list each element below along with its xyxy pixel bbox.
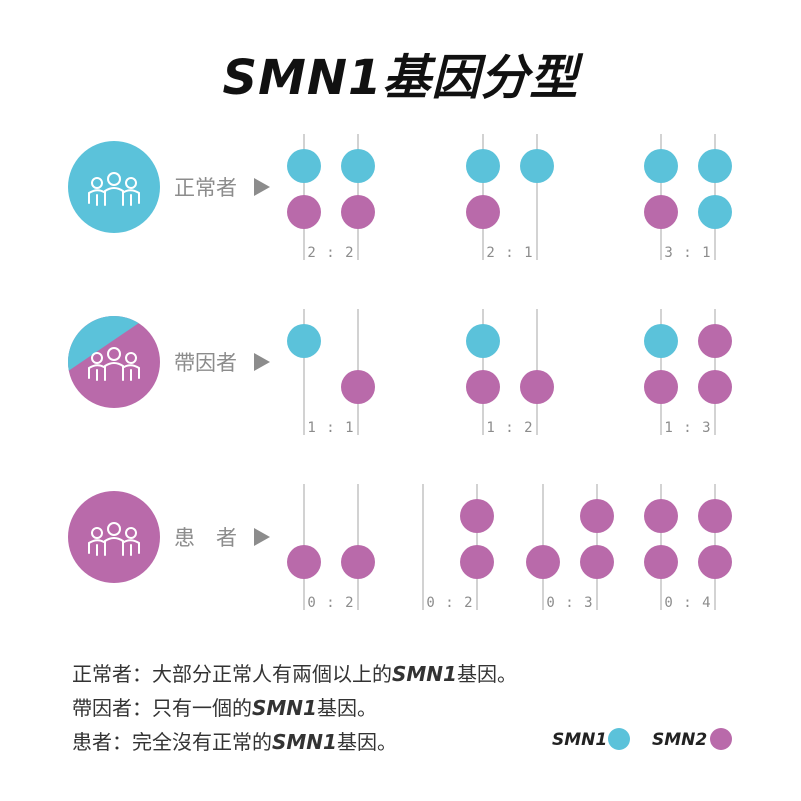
smn1-dot-carrier-1-0-0 [466,324,500,358]
smn2-dot-patient-3-0-1 [644,545,678,579]
ratio-label-normal-0: 2 : 2 [307,245,354,261]
smn2-dot-carrier-1-0-1 [466,370,500,404]
group-of-people-icon-patient [88,522,140,556]
ratio-label-normal-1: 2 : 1 [486,245,533,261]
note-normal-gene: SMN1 [392,662,457,686]
note-carrier-prefix: 帶因者：只有一個的 [72,696,252,720]
smn1-dot-normal-0-0-0 [287,149,321,183]
smn2-dot-patient-1-1-1 [460,545,494,579]
ratio-label-carrier-1: 1 : 2 [486,420,533,436]
smn1-dot-normal-1-1-0 [520,149,554,183]
note-patient-prefix: 患者：完全沒有正常的 [72,730,272,754]
smn2-dot-patient-1-1-0 [460,499,494,533]
note-normal: 正常者：大部分正常人有兩個以上的SMN1基因。 [72,658,517,687]
ratio-label-carrier-0: 1 : 1 [307,420,354,436]
smn1-dot-normal-2-1-1 [698,195,732,229]
smn1-dot-carrier-0-0-0 [287,324,321,358]
smn2-dot-patient-2-1-0 [580,499,614,533]
smn1-dot-carrier-2-0-0 [644,324,678,358]
smn2-dot-patient-3-1-0 [698,499,732,533]
note-normal-prefix: 正常者：大部分正常人有兩個以上的 [72,662,392,686]
note-patient-suffix: 基因。 [336,730,397,754]
arrow-icon-carrier [254,353,270,371]
smn1-dot-normal-2-0-0 [644,149,678,183]
smn2-dot-normal-0-0-1 [287,195,321,229]
note-normal-suffix: 基因。 [456,662,517,686]
group-of-people-icon-normal [88,172,140,206]
smn2-dot-patient-0-0-1 [287,545,321,579]
note-carrier-gene: SMN1 [252,696,317,720]
ratio-label-patient-2: 0 : 3 [546,595,593,611]
ratio-label-patient-1: 0 : 2 [426,595,473,611]
smn2-dot-carrier-0-1-1 [341,370,375,404]
ratio-label-carrier-2: 1 : 3 [664,420,711,436]
smn2-dot-carrier-2-1-0 [698,324,732,358]
smn2-dot-patient-2-1-1 [580,545,614,579]
smn2-dot-normal-1-0-1 [466,195,500,229]
smn2-dot-patient-3-0-0 [644,499,678,533]
smn2-dot-carrier-1-1-1 [520,370,554,404]
arrow-icon-patient [254,528,270,546]
ratio-label-patient-3: 0 : 4 [664,595,711,611]
legend-smn2-dot [710,728,732,750]
smn2-dot-patient-0-1-1 [341,545,375,579]
note-carrier: 帶因者：只有一個的SMN1基因。 [72,692,377,721]
avatar-carrier-wedge [68,316,139,371]
smn1-dot-normal-2-1-0 [698,149,732,183]
smn2-dot-normal-2-0-1 [644,195,678,229]
arrow-icon-normal [254,178,270,196]
legend-smn1-dot [608,728,630,750]
smn2-dot-carrier-2-0-1 [644,370,678,404]
smn1-dot-normal-1-0-0 [466,149,500,183]
ratio-label-patient-0: 0 : 2 [307,595,354,611]
note-patient-gene: SMN1 [272,730,337,754]
row-label-patient: 患 者 [174,526,237,550]
note-carrier-suffix: 基因。 [316,696,377,720]
legend-smn2-label: SMN2 [652,730,708,750]
smn2-dot-carrier-2-1-1 [698,370,732,404]
row-label-carrier: 帶因者 [174,351,237,375]
smn2-dot-patient-2-0-1 [526,545,560,579]
legend-smn1-label: SMN1 [552,730,608,750]
group-of-people-icon-carrier [88,347,140,381]
smn2-dot-normal-0-1-1 [341,195,375,229]
smn1-dot-normal-0-1-0 [341,149,375,183]
smn2-dot-patient-3-1-1 [698,545,732,579]
ratio-label-normal-2: 3 : 1 [664,245,711,261]
page-title: SMN1基因分型 [222,50,579,106]
note-patient: 患者：完全沒有正常的SMN1基因。 [72,726,397,755]
row-label-normal: 正常者 [174,176,237,200]
